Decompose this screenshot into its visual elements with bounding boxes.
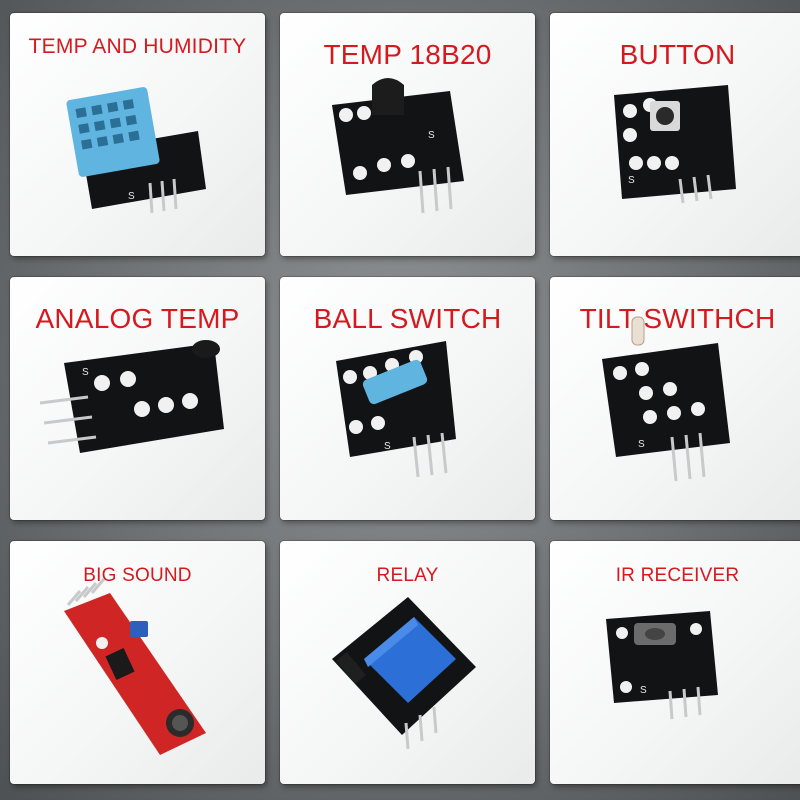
relay-module-image bbox=[332, 597, 476, 750]
module-label: TILT SWITHCH bbox=[579, 303, 776, 334]
module-label: BUTTON bbox=[619, 39, 736, 70]
tilt-switch-module-image: S bbox=[602, 316, 730, 482]
pin-mark-text: S bbox=[640, 685, 647, 696]
tile-relay: RELAY bbox=[280, 541, 535, 784]
pin-mark-text: S bbox=[428, 130, 435, 141]
ball-switch-module-image: S bbox=[336, 341, 456, 478]
tile-analog-temp: S ANALOG TEMP bbox=[10, 277, 265, 520]
module-label: BALL SWITCH bbox=[313, 303, 502, 334]
dht11-module-image: S bbox=[66, 87, 206, 214]
sound-module-image bbox=[64, 578, 206, 755]
ir-receiver-module-image: S bbox=[606, 611, 718, 720]
module-label: BIG SOUND bbox=[83, 565, 192, 586]
module-label: ANALOG TEMP bbox=[35, 303, 240, 334]
analog-temp-module-image: S bbox=[39, 340, 224, 453]
pin-mark-text: S bbox=[638, 439, 645, 450]
pin-mark-text: S bbox=[128, 191, 135, 202]
module-grid: S TEMP AND HUMIDITY S TEMP 18B20 bbox=[10, 13, 800, 784]
pin-mark-text: S bbox=[384, 441, 391, 452]
tile-button: S BUTTON bbox=[550, 13, 800, 256]
ds18b20-module-image: S bbox=[332, 78, 464, 214]
button-module-image: S bbox=[614, 85, 736, 204]
tile-big-sound: BIG SOUND bbox=[10, 541, 265, 784]
module-label: RELAY bbox=[376, 565, 439, 586]
module-label: TEMP AND HUMIDITY bbox=[28, 35, 247, 58]
module-label: TEMP 18B20 bbox=[323, 39, 492, 70]
pin-mark-text: S bbox=[628, 175, 635, 186]
tile-temp-humidity: S TEMP AND HUMIDITY bbox=[10, 13, 265, 256]
module-label: IR RECEIVER bbox=[615, 565, 740, 586]
tile-temp-18b20: S TEMP 18B20 bbox=[280, 13, 535, 256]
tile-ir-receiver: S IR RECEIVER bbox=[550, 541, 800, 784]
tile-ball-switch: S BALL SWITCH bbox=[280, 277, 535, 520]
pin-mark-text: S bbox=[82, 367, 89, 378]
tile-tilt-switch: S TILT SWITHCH bbox=[550, 277, 800, 520]
